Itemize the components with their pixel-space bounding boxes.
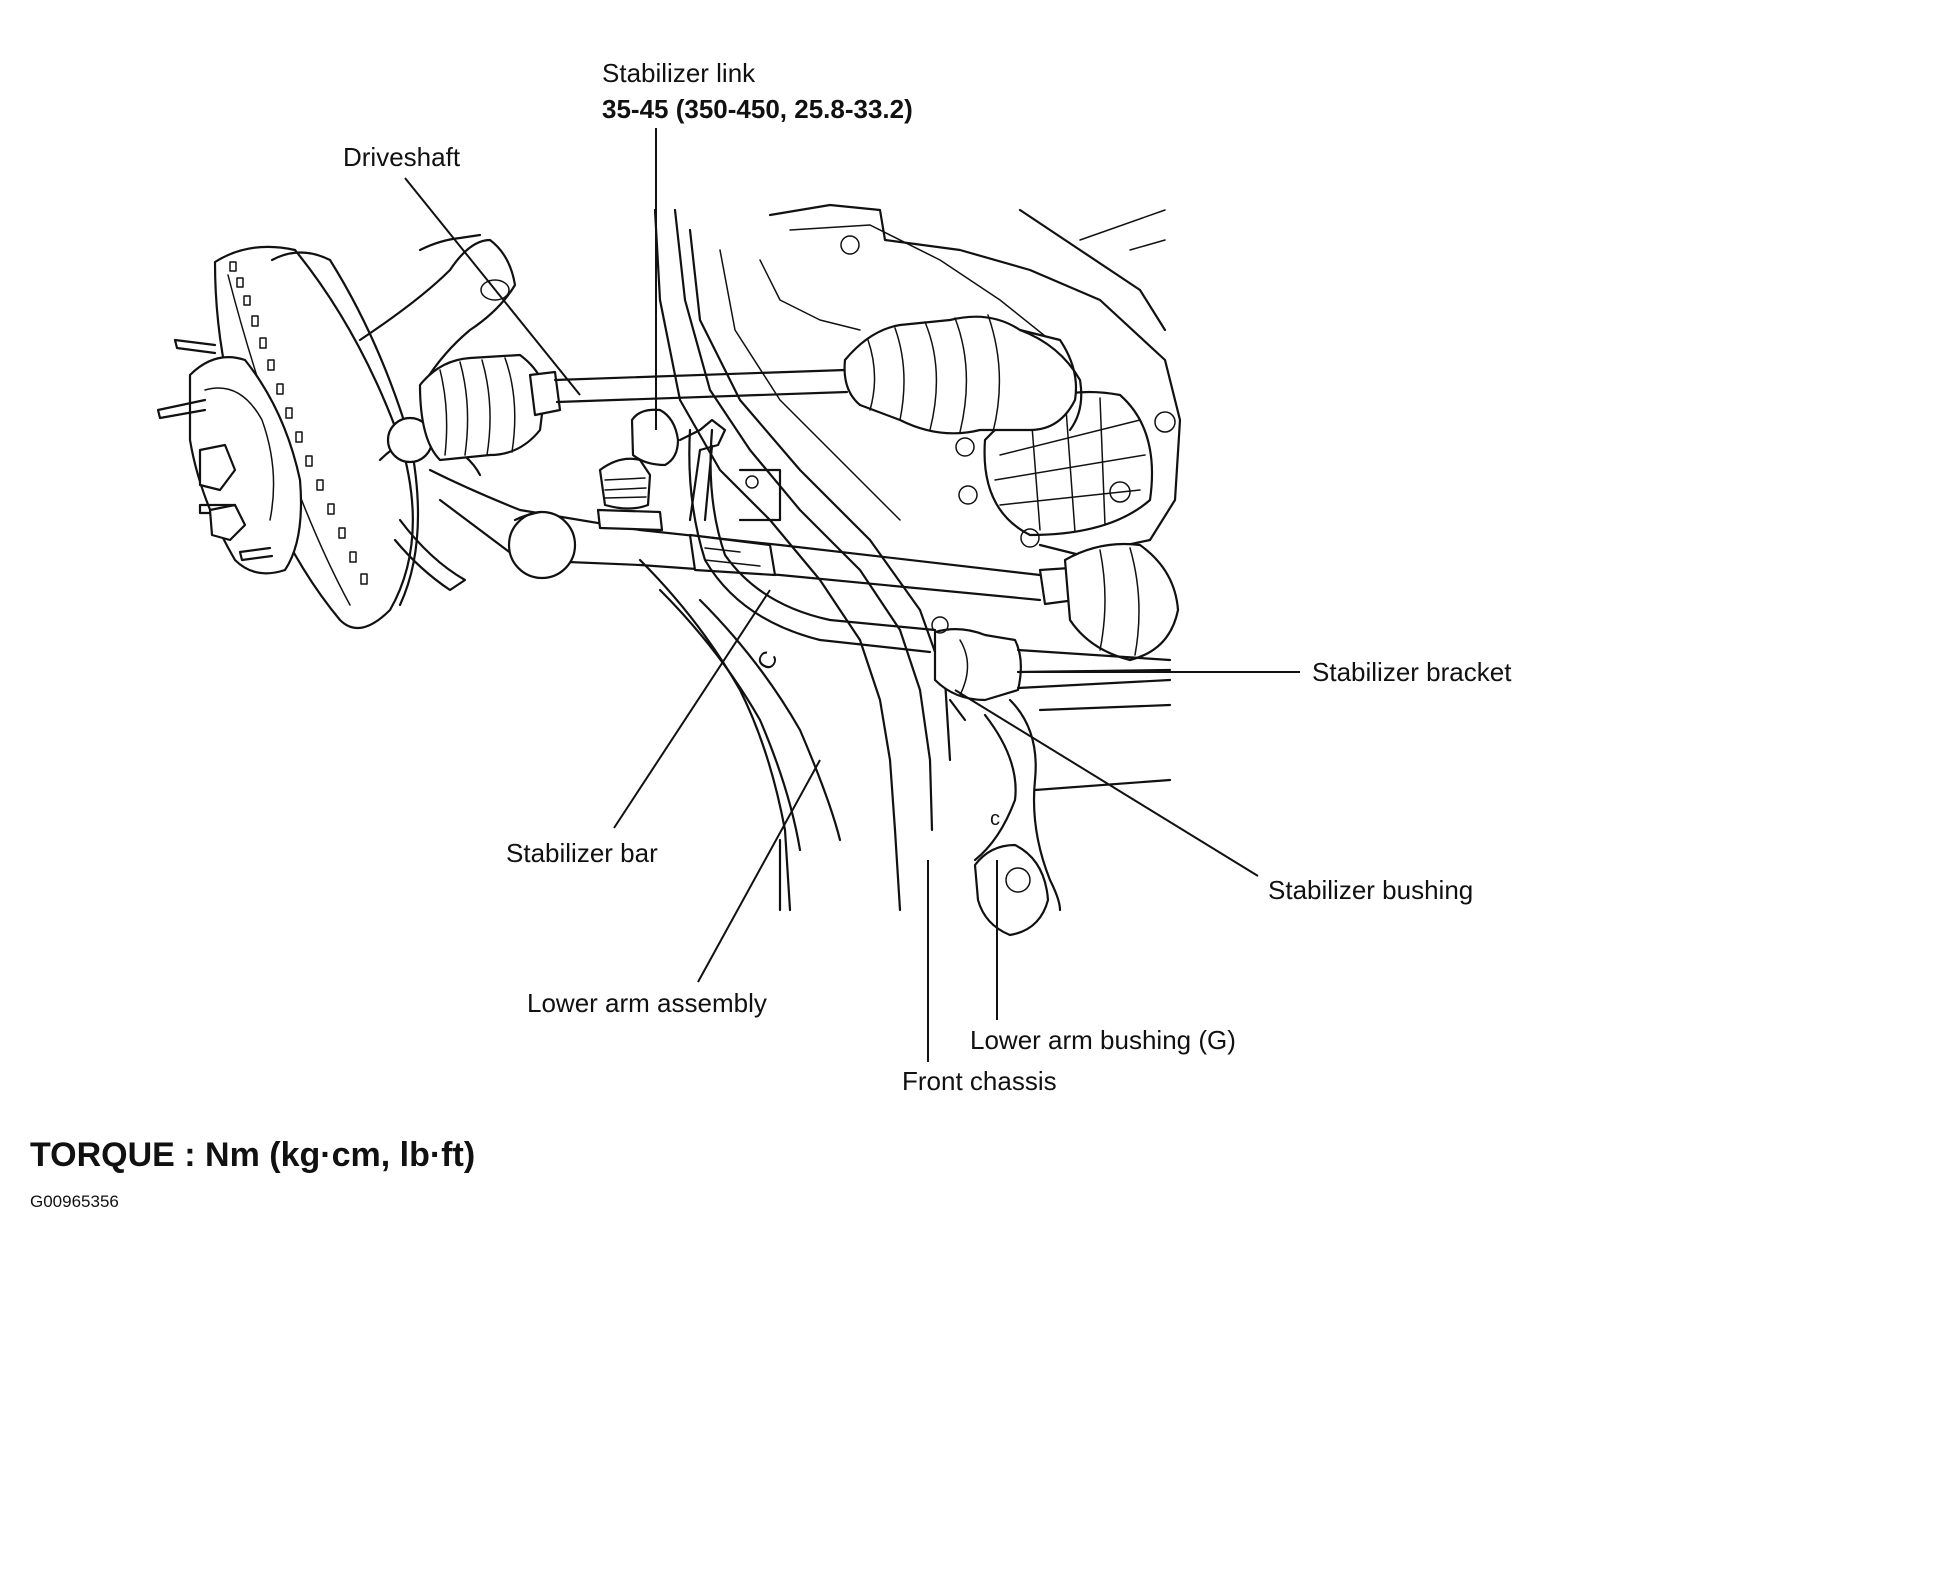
- lower-arm-assembly-label: Lower arm assembly: [527, 988, 767, 1018]
- rotor-vents: [229, 261, 368, 585]
- stabilizer-bushing-label: Stabilizer bushing: [1268, 875, 1474, 905]
- driveshaft-label: Driveshaft: [343, 142, 461, 172]
- wheel-studs: [156, 338, 274, 562]
- suspension-diagram: C c: [30, 58, 1512, 1211]
- svg-text:C: C: [752, 646, 784, 675]
- transaxle-housing: [759, 203, 1182, 557]
- front-chassis-frame: C: [638, 208, 952, 912]
- stabilizer-bar-label: Stabilizer bar: [506, 838, 658, 868]
- lower-arm-bushing-part: c: [973, 698, 1172, 937]
- lower-arm: [428, 468, 1180, 662]
- stabilizer-bar-part: [688, 428, 1172, 722]
- driveshaft-assembly: [418, 314, 1083, 462]
- figure-code: G00965356: [30, 1192, 119, 1211]
- steering-knuckle: [358, 233, 517, 592]
- stabilizer-bracket-label: Stabilizer bracket: [1312, 657, 1512, 687]
- stabilizer-link-torque-label: 35-45 (350-450, 25.8-33.2): [602, 94, 913, 124]
- leader-lines: [404, 128, 1300, 1062]
- svg-text:c: c: [990, 808, 1000, 830]
- lower-arm-bushing-label: Lower arm bushing (G): [970, 1025, 1236, 1055]
- stabilizer-link-part: [596, 408, 782, 532]
- brake-rotor-hub: [156, 245, 420, 630]
- front-chassis-label: Front chassis: [902, 1066, 1057, 1096]
- suspension-drawing: C c: [156, 128, 1300, 1062]
- stabilizer-link-label: Stabilizer link: [602, 58, 756, 88]
- torque-units-heading: TORQUE : Nm (kg·cm, lb·ft): [30, 1136, 476, 1174]
